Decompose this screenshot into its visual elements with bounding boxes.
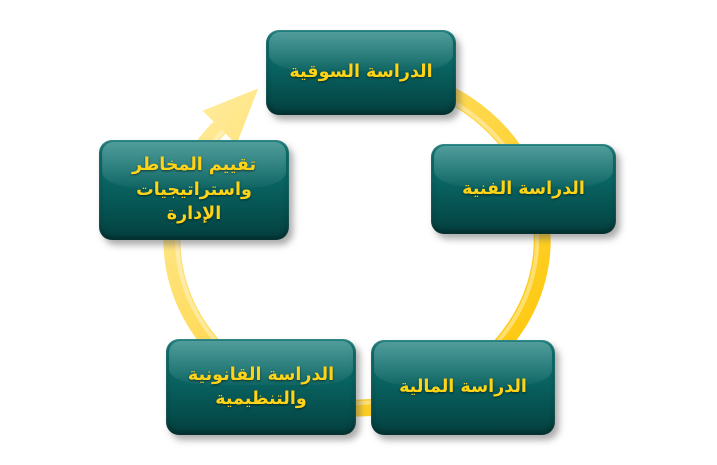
arrow-head-icon <box>202 88 259 145</box>
node-label: الدراسة الفنية <box>462 178 585 199</box>
node-label: الدراسة المالية <box>399 377 527 398</box>
node-technical-study: الدراسة الفنية <box>431 144 616 234</box>
node-market-study: الدراسة السوقية <box>266 30 456 115</box>
node-label: الدراسة القانونية والتنظيمية <box>187 364 335 410</box>
node-risk-management: تقييم المخاطر واستراتيجيات الإدارة <box>99 140 289 240</box>
node-label: الدراسة السوقية <box>289 62 433 83</box>
node-legal-regulatory-study: الدراسة القانونية والتنظيمية <box>166 339 356 435</box>
node-financial-study: الدراسة المالية <box>371 340 555 435</box>
node-label: تقييم المخاطر واستراتيجيات الإدارة <box>131 155 257 225</box>
